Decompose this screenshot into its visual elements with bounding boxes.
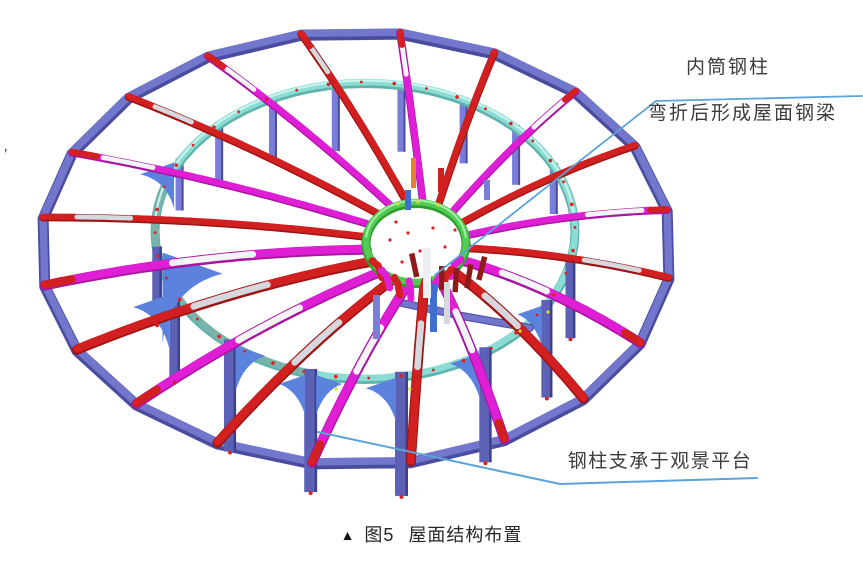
annotation-inner-cylinder: 内筒钢柱 弯折后形成屋面钢梁 bbox=[648, 56, 863, 126]
stray-mark: ’ bbox=[4, 146, 8, 163]
figure-caption: ▲ 图5 屋面结构布置 bbox=[0, 521, 863, 547]
caption-label: 图5 bbox=[364, 525, 395, 545]
annotation-inner-cylinder-line2: 弯折后形成屋面钢梁 bbox=[648, 103, 838, 124]
center-details bbox=[368, 158, 490, 339]
annotation-inner-cylinder-line1: 内筒钢柱 bbox=[686, 57, 771, 78]
node-dots bbox=[40, 29, 672, 499]
annotation-column-support: 钢柱支承于观景平台 bbox=[567, 451, 753, 472]
leader-lines bbox=[317, 95, 863, 485]
radial-beams bbox=[39, 29, 673, 468]
rear-columns bbox=[175, 81, 558, 215]
caption-marker-icon: ▲ bbox=[340, 527, 356, 543]
caption-title: 屋面结构布置 bbox=[408, 525, 523, 545]
